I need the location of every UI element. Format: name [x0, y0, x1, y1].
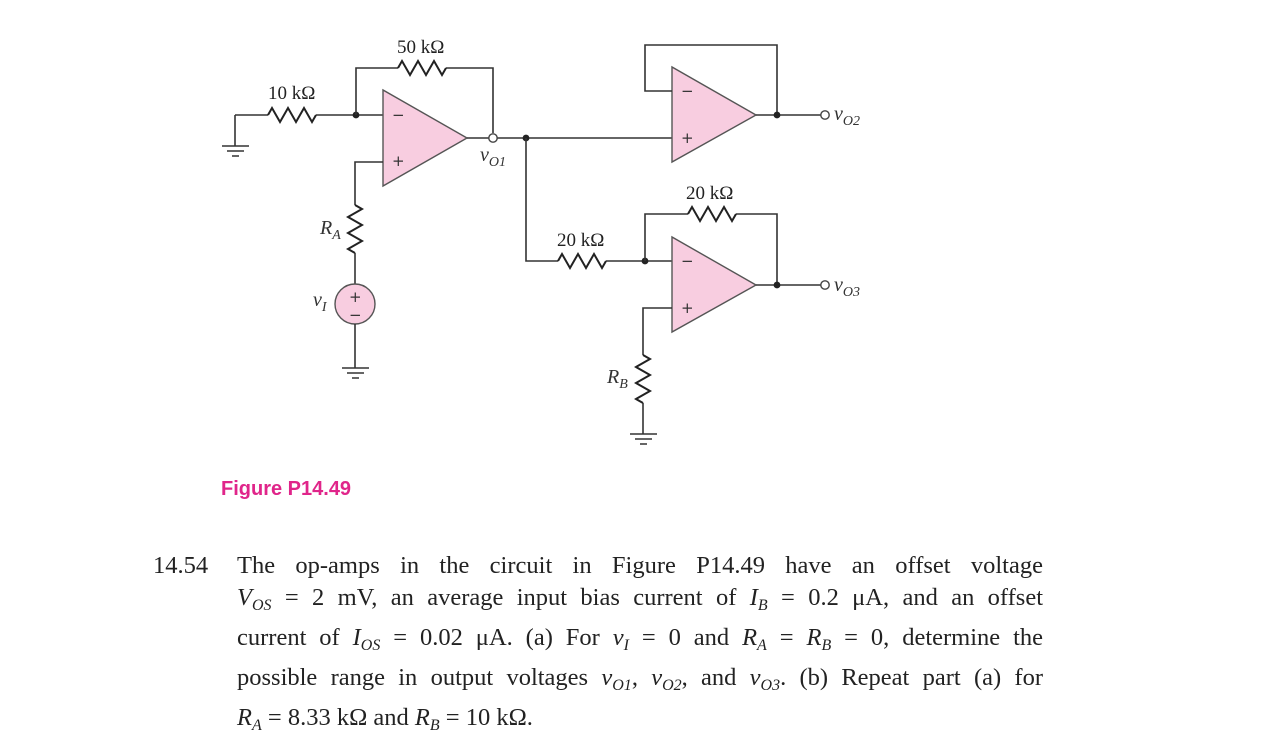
node-vo2 [773, 111, 781, 119]
problem-line-5: RA = 8.33 kΩ and RB = 10 kΩ. [237, 704, 533, 734]
opamp1-minus-sign: − [392, 106, 405, 124]
wire-feedback3 [644, 213, 778, 285]
opamp-3 [671, 235, 758, 334]
ground-symbol-1 [222, 115, 249, 157]
opamp1-plus-sign: + [392, 152, 405, 170]
label-50k: 50 kΩ [397, 37, 444, 58]
problem-line-2: VOS = 2 mV, an average input bias curren… [237, 584, 1044, 614]
figure-caption: Figure P14.49 [221, 478, 352, 500]
resistor-20k-feedback [687, 204, 737, 224]
opamp2-plus-sign: + [681, 129, 694, 147]
resistor-ra [345, 204, 365, 254]
wire-feedback1 [355, 67, 494, 133]
opamp3-minus-sign: − [681, 252, 694, 270]
node-vo3 [773, 281, 781, 289]
ground-symbol-3 [630, 433, 657, 445]
label-10k: 10 kΩ [268, 83, 315, 104]
ground-symbol-2 [342, 367, 369, 379]
terminal-vo1 [488, 133, 498, 143]
terminal-vo3 [820, 280, 830, 290]
label-rb: RB [606, 366, 628, 392]
wire-noninv3 [642, 307, 672, 355]
wire-vo1-to-stage3 [525, 138, 558, 262]
source-plus-sign: + [349, 288, 362, 306]
label-vo2: vO2 [834, 103, 860, 129]
terminal-vo2 [820, 110, 830, 120]
resistor-50k [397, 58, 447, 78]
problem-body: The op-amps in the circuit in Figure P14… [237, 550, 1043, 742]
resistor-10k [267, 105, 317, 125]
circuit-diagram: − + + − − + − + 10 kΩ 50 kΩ 20 kΩ 20 kΩ … [222, 37, 860, 445]
problem-statement: 14.54 The op-amps in the circuit in Figu… [153, 550, 1043, 742]
label-20k-input: 20 kΩ [557, 230, 604, 251]
source-minus-sign: − [349, 306, 362, 324]
label-vi: vI [313, 289, 328, 315]
opamp-1 [382, 88, 469, 188]
wire-noninv1 [354, 161, 383, 205]
problem-line-1: The op-amps in the circuit in Figure P14… [237, 552, 1043, 579]
label-vo3: vO3 [834, 274, 860, 300]
resistor-20k-input [557, 251, 607, 271]
wire-feedback2 [644, 44, 778, 115]
resistor-rb [633, 354, 653, 404]
problem-line-4: possible range in output voltages vO1, v… [237, 664, 1043, 694]
opamp-2 [671, 65, 758, 164]
label-20k-feedback: 20 kΩ [686, 183, 733, 204]
label-vo1: vO1 [480, 144, 506, 170]
opamp3-plus-sign: + [681, 299, 694, 317]
label-ra: RA [319, 217, 341, 243]
opamp2-minus-sign: − [681, 82, 694, 100]
problem-line-3: current of IOS = 0.02 μA. (a) For vI = 0… [237, 624, 1044, 654]
problem-number: 14.54 [153, 552, 209, 579]
